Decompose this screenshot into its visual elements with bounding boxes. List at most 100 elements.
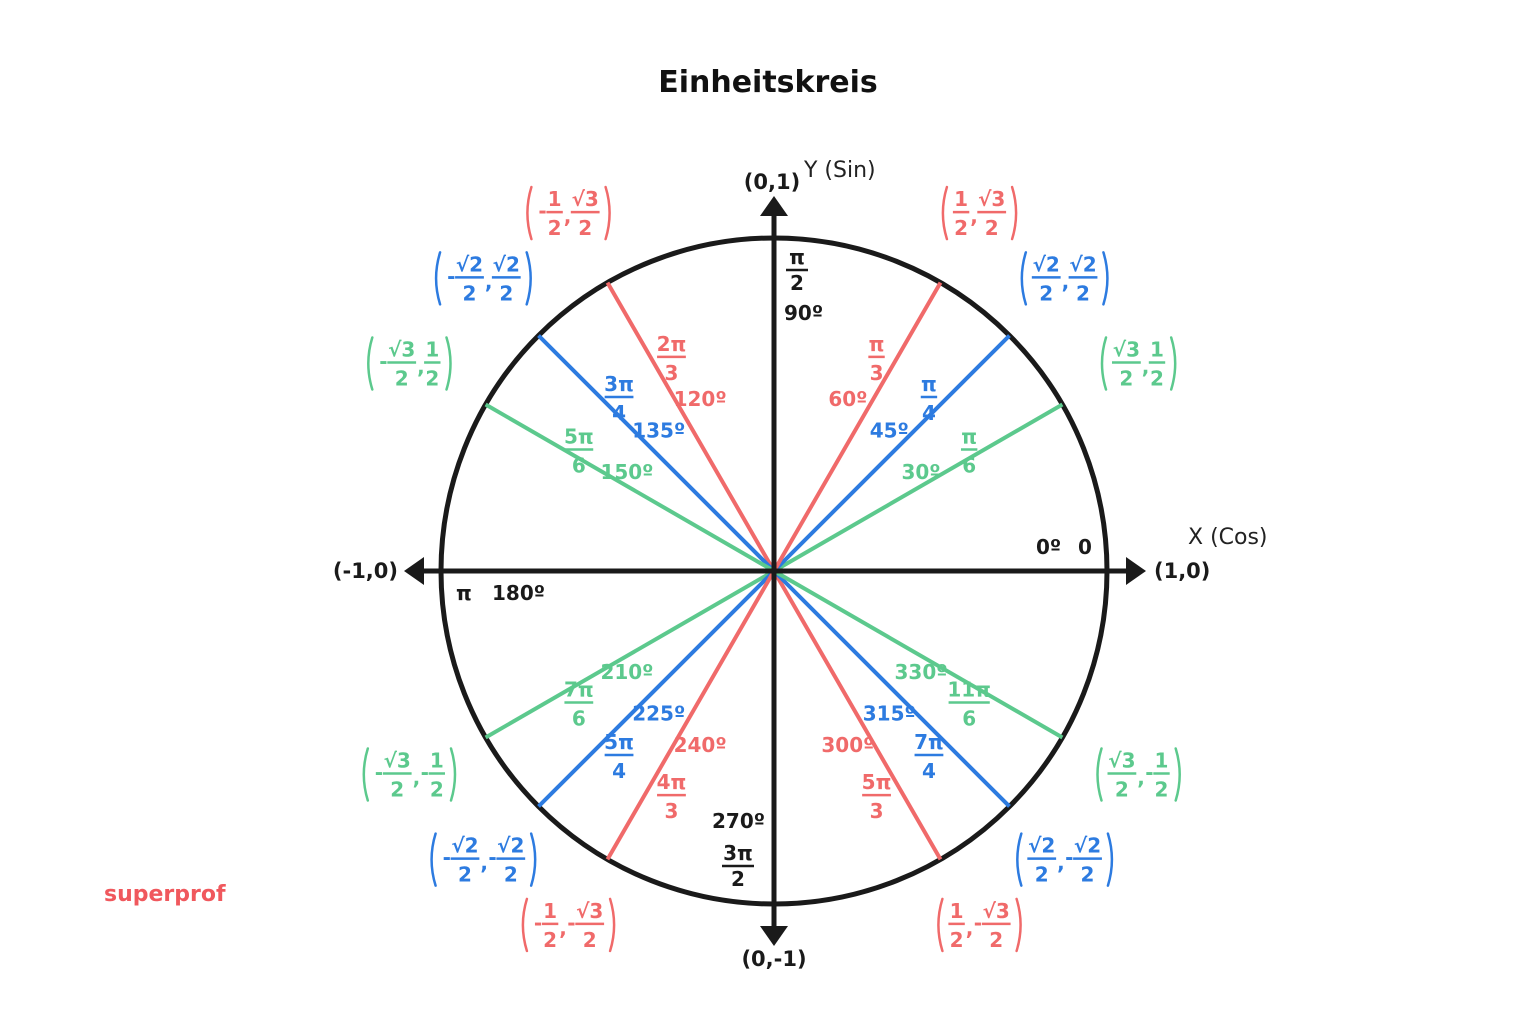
coord-30-y-denominator: 2 [1150,367,1164,391]
angle-90-degree: 90º [784,301,823,325]
ray-120 [605,281,776,572]
coord-60: 12,√32 [941,185,1018,241]
coord-neg-x: (-1,0) [333,559,398,583]
x-axis-arrow-left [404,557,424,585]
coord-240-comma: , [559,916,567,940]
coord-225-x-numerator: √2 [451,834,478,858]
coord-330-open-paren [1096,747,1103,802]
angle-315-radian-numerator: 7π [914,730,944,754]
x-axis-arrow-right [1126,557,1146,585]
coord-225-comma: , [480,851,488,875]
ray-30 [773,402,1064,573]
angle-45-radian-denominator: 4 [922,401,936,425]
coord-225-x-sign: - [443,846,451,870]
brand-logo: superprof [104,882,226,907]
angle-0-degree: 0º [1036,535,1061,559]
angle-180-radian: π [456,581,472,605]
angle-120-radian-numerator: 2π [657,332,687,356]
coord-45-y-numerator: √2 [1069,252,1096,276]
angle-315-radian-denominator: 4 [922,759,936,783]
diagram-title: Einheitskreis [658,65,878,100]
coord-240-x-denominator: 2 [543,928,557,952]
angle-240-radian-numerator: 4π [657,770,687,794]
coord-30-open-paren [1100,336,1108,391]
angle-150-degree: 150º [600,460,653,484]
angle-rays [484,281,1064,861]
coord-120-x-sign: - [538,199,546,223]
coord-60-close-paren [1010,185,1018,241]
coord-135-close-paren [525,251,532,306]
coord-240-y-numerator: √3 [576,899,603,923]
coord-120-open-paren [526,185,533,241]
angle-210-degree: 210º [600,660,653,684]
coord-150-x-numerator: √3 [388,338,415,362]
coord-300-y-denominator: 2 [989,928,1003,952]
coord-120: -12,√32 [526,185,611,241]
coord-315-open-paren [1016,832,1023,887]
ray-150 [484,402,775,573]
coord-315: √22,-√22 [1016,832,1114,887]
coord-135-y-denominator: 2 [499,281,513,305]
coord-330-comma: , [1137,766,1145,790]
coord-240-open-paren [521,897,529,953]
coord-135-x-sign: - [447,264,455,288]
coord-45-comma: , [1062,269,1070,293]
angle-210-radian-numerator: 7π [564,678,594,702]
angle-45-degree: 45º [870,419,909,443]
coord-225-y-sign: - [488,846,496,870]
coord-300-open-paren [937,897,944,953]
angle-120-radian-denominator: 3 [664,361,678,385]
angle-180-degree: 180º [492,581,545,605]
coord-60-y-numerator: √3 [978,187,1005,211]
angle-180-labels: π 180º [456,581,545,605]
coord-pos-y: (0,1) [744,170,800,194]
angle-120-degree: 120º [674,387,727,411]
coord-225-close-paren [529,832,537,887]
angle-45-labels: π 4 45º [870,372,938,443]
coord-120-close-paren [604,185,611,241]
coord-225-x-denominator: 2 [458,863,472,887]
ray-300 [772,570,943,861]
coord-240-y-sign: - [567,911,575,935]
coord-315-y-sign: - [1065,846,1073,870]
coord-210-open-paren [362,747,370,802]
coord-60-x-numerator: 1 [954,187,968,211]
coord-210-x-denominator: 2 [390,778,404,802]
coord-45-x-denominator: 2 [1039,281,1053,305]
coord-210-close-paren [449,747,457,802]
coord-60-open-paren [941,185,949,241]
coord-330-x-numerator: √3 [1108,749,1135,773]
ray-225 [537,569,776,808]
coord-30: √32,12 [1100,336,1177,391]
angle-45-radian-numerator: π [921,372,937,396]
angle-135-radian-denominator: 4 [612,401,626,425]
angle-90-labels: π 2 90º [784,245,823,325]
coord-120-x-denominator: 2 [548,216,562,240]
coord-330-y-sign: - [1145,761,1153,785]
coord-315-y-numerator: √2 [1074,834,1101,858]
coord-150-comma: , [417,355,425,379]
coord-150-x-sign: - [379,350,387,374]
coord-120-y-denominator: 2 [578,216,592,240]
coord-225: -√22,-√22 [430,832,537,887]
coord-315-comma: , [1057,851,1065,875]
coord-pos-x: (1,0) [1154,559,1210,583]
coord-neg-y: (0,-1) [741,947,806,971]
angle-240-radian-denominator: 3 [664,799,678,823]
coord-240-x-sign: - [534,911,542,935]
coord-135-x-numerator: √2 [456,252,483,276]
coord-315-y-denominator: 2 [1081,863,1095,887]
y-axis-label: Y (Sin) [803,158,876,183]
coord-150: -√32,12 [367,336,452,391]
coord-225-y-denominator: 2 [504,863,518,887]
ray-315 [772,569,1011,808]
ray-240 [605,570,776,861]
coord-45-x-numerator: √2 [1033,252,1060,276]
